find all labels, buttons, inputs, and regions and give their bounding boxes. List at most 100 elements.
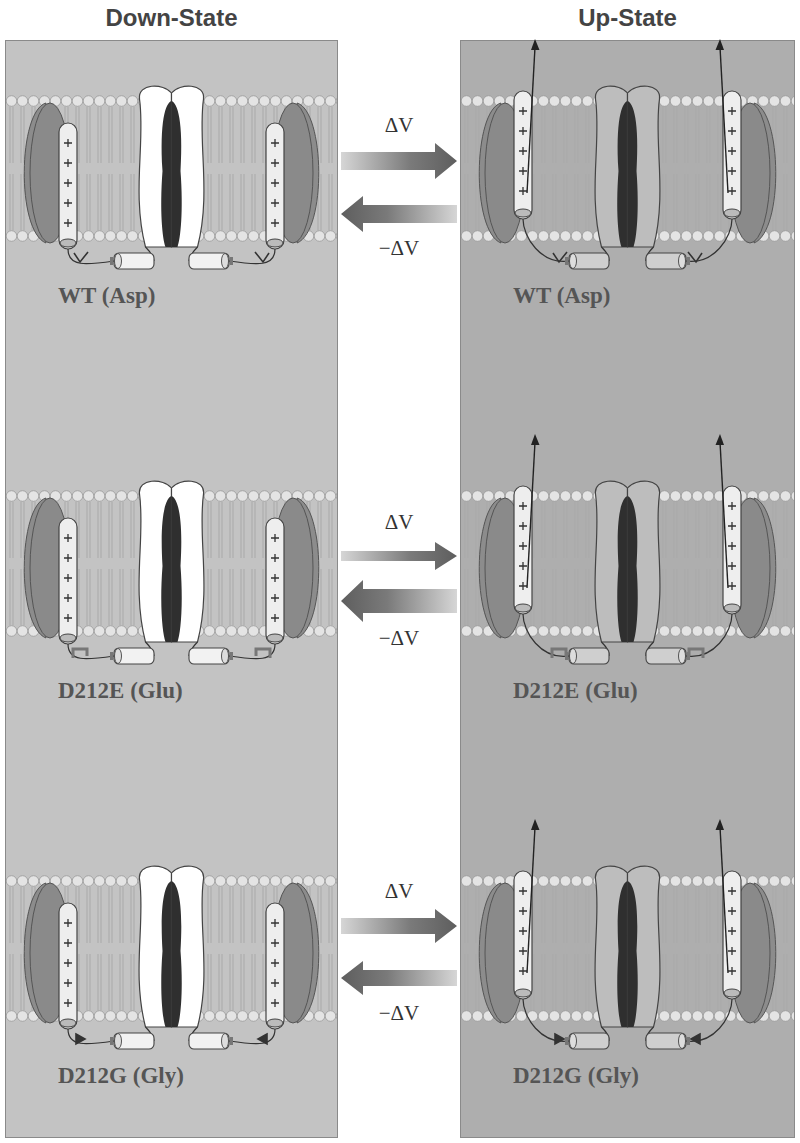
- gating-charge: [64, 159, 72, 167]
- gating-charge: [64, 199, 72, 207]
- linker-helix-end: [115, 254, 122, 269]
- variant-label: D212G (Gly): [513, 1063, 639, 1089]
- movement-arrowhead: [531, 819, 540, 830]
- pore-lining: [161, 496, 171, 642]
- movement-arrow: [720, 47, 728, 193]
- linker-helix-end: [679, 254, 686, 269]
- channel-illustration: D212E (Glu): [461, 476, 794, 716]
- channel-half: [628, 819, 776, 1049]
- gating-charge: [519, 542, 527, 550]
- gating-charge: [64, 594, 72, 602]
- gating-charge: [519, 582, 527, 590]
- movement-arrowhead: [716, 39, 725, 50]
- linker-helix: [114, 1033, 154, 1049]
- edge-label-holder: ΔV: [385, 510, 414, 535]
- linker-helix: [569, 253, 609, 269]
- s4-helix: [59, 123, 77, 249]
- channel-half: [172, 86, 319, 269]
- edge-label-holder: −ΔV: [379, 236, 420, 261]
- panel-heading: Up-State: [461, 4, 794, 32]
- pore-domain: [595, 86, 627, 247]
- s4-helix-end: [267, 634, 283, 642]
- s4-helix-end: [60, 239, 76, 247]
- pore-domain: [172, 481, 204, 642]
- s4-helix-end: [60, 634, 76, 642]
- variant-label: WT (Asp): [513, 283, 610, 309]
- s4-helix-end: [724, 209, 740, 217]
- residue-tick: [110, 1037, 113, 1045]
- gating-charge: [519, 147, 527, 155]
- transition-arrow: [341, 542, 457, 570]
- s4-helix-end: [515, 209, 531, 217]
- linker-helix: [114, 648, 154, 664]
- gating-charge: [64, 139, 72, 147]
- voltage-label: ΔV: [385, 113, 414, 138]
- s4-helix: [266, 518, 284, 644]
- gating-charge: [519, 502, 527, 510]
- channel-half: [479, 819, 627, 1049]
- linker-helix: [646, 648, 686, 664]
- pore-lining: [628, 881, 638, 1027]
- s4-helix: [59, 903, 77, 1029]
- s4-helix-end: [60, 1019, 76, 1027]
- pore-lining: [617, 101, 627, 247]
- variant-label: D212E (Glu): [513, 678, 638, 704]
- lipid-bilayer: [6, 81, 337, 256]
- residue-tick: [110, 257, 113, 265]
- gating-charge: [271, 179, 279, 187]
- pore-lining: [628, 101, 638, 247]
- gating-charge: [271, 959, 279, 967]
- gating-charge: [64, 959, 72, 967]
- voltage-label: −ΔV: [379, 236, 420, 261]
- edge-label-holder: −ΔV: [379, 626, 420, 651]
- channel-illustration: D212G (Gly): [461, 861, 794, 1101]
- panel-heading: Down-State: [6, 4, 337, 32]
- gating-charge: [728, 967, 736, 975]
- residue-marker: [691, 1034, 700, 1044]
- gating-charge: [64, 614, 72, 622]
- s4-helix: [266, 123, 284, 249]
- gating-charge: [519, 562, 527, 570]
- residue-marker: [258, 1034, 267, 1044]
- s4-helix: [266, 903, 284, 1029]
- residue-tick: [687, 257, 690, 265]
- s4-helix: [59, 518, 77, 644]
- gating-charge: [64, 999, 72, 1007]
- variant-label: D212G (Gly): [58, 1063, 184, 1089]
- movement-arrow: [527, 827, 535, 973]
- voltage-label: −ΔV: [379, 626, 420, 651]
- channel-drawing: [461, 81, 794, 321]
- linker-helix-end: [222, 1034, 229, 1049]
- gating-charge: [271, 574, 279, 582]
- residue-marker: [73, 649, 87, 658]
- lipid-bilayer: [6, 861, 337, 1036]
- channel-illustration: D212E (Glu): [6, 476, 337, 716]
- s4-s5-linker: [229, 644, 275, 659]
- movement-arrowhead: [531, 434, 540, 445]
- gating-charge: [64, 554, 72, 562]
- pore-domain: [628, 481, 660, 642]
- state-panel: Up-StateWT (Asp)D212E (Glu)D212G (Gly): [460, 40, 795, 1138]
- pore-lining: [161, 881, 171, 1027]
- s4-helix-end: [515, 604, 531, 612]
- gating-charge: [728, 522, 736, 530]
- gating-charge: [64, 534, 72, 542]
- pore-lining: [172, 101, 182, 247]
- s4-s5-linker: [523, 219, 569, 261]
- pore-lining: [161, 101, 171, 247]
- gating-charge: [519, 107, 527, 115]
- linker-helix-end: [115, 649, 122, 664]
- residue-marker: [553, 252, 567, 262]
- gating-charge: [271, 554, 279, 562]
- voltage-label: ΔV: [385, 879, 414, 904]
- s4-s5-linker: [229, 1029, 275, 1044]
- gating-charge: [64, 179, 72, 187]
- residue-marker: [555, 1034, 564, 1044]
- gating-charge: [728, 582, 736, 590]
- pore-lining: [172, 881, 182, 1027]
- s4-s5-linker: [686, 999, 732, 1041]
- linker-helix-end: [570, 1034, 577, 1049]
- residue-tick: [687, 652, 690, 660]
- channel-illustration: WT (Asp): [6, 81, 337, 321]
